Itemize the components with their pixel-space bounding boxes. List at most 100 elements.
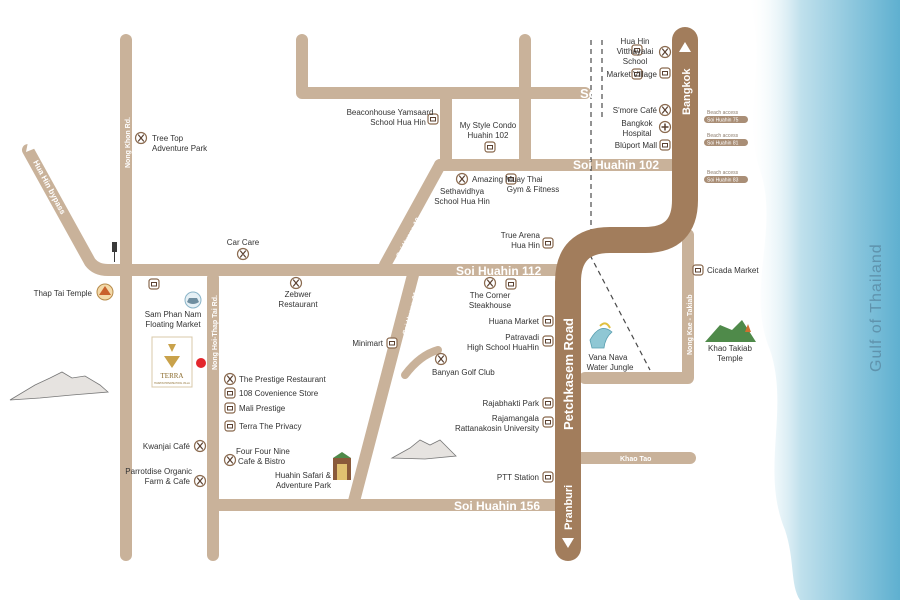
restaurant-icon: [658, 45, 672, 59]
gas-station-icon: [542, 471, 554, 483]
svg-text:Beach access: Beach access: [707, 110, 739, 116]
label-muaythai-2: Gym & Fitness: [507, 185, 559, 194]
road-label-bypass: Hua Hin bypass: [31, 159, 67, 217]
store-icon: [692, 264, 704, 276]
label-minimart: Minimart: [352, 339, 383, 348]
school-icon: [542, 416, 554, 428]
restaurant-icon: [193, 474, 207, 488]
label-banyan: Banyan Golf Club: [432, 368, 495, 377]
road-label-pranburi: Pranburi: [563, 485, 575, 530]
label-true-arena-2: Hua Hin: [511, 241, 540, 250]
label-vitthayalai-3: School: [623, 57, 648, 66]
arrow-up-left-icon: [26, 142, 36, 152]
label-patravadi-2: High School HuaHin: [467, 343, 539, 352]
label-muaythai-1: Amazing Muay Thai: [472, 175, 543, 184]
label-mali: Mali Prestige: [239, 404, 286, 413]
arrow-down-icon: [562, 538, 574, 548]
building-icon: [148, 278, 160, 290]
label-bkk-hosp-1: Bangkok: [621, 119, 653, 128]
golf-icon: [434, 352, 448, 366]
beach-access-tags: Beach access Soi Huahin 75 Beach access …: [704, 110, 748, 184]
store-icon: [224, 387, 236, 399]
car-care-icon: [236, 247, 250, 261]
restaurant-icon: [289, 276, 303, 290]
restaurant-icon: [134, 131, 148, 145]
arrow-up-icon: [679, 42, 691, 52]
traffic-light-icon: [112, 242, 117, 262]
label-vitthayalai-2: Vitthayalai: [617, 47, 654, 56]
label-sam-phan-nam-2: Floating Market: [145, 320, 201, 329]
svg-text:Soi Huahin 75: Soi Huahin 75: [707, 118, 739, 124]
label-corner-1: The Corner: [470, 291, 511, 300]
label-sam-phan-nam-1: Sam Phan Nam: [145, 310, 202, 319]
road-label-nong-hoi: Nong Hoi-Thap Tai Rd.: [212, 295, 219, 370]
label-huana-market: Huana Market: [489, 317, 540, 326]
water-park-icon: [589, 322, 613, 349]
label-zebwer-1: Zebwer: [285, 290, 312, 299]
road-label-soi-112: Soi Huahin 112: [456, 264, 542, 278]
road-label-nong-khon: Nong Khon Rd.: [125, 117, 132, 168]
label-prestige-rest: The Prestige Restaurant: [239, 375, 326, 384]
store-icon: [386, 337, 398, 349]
label-parrotdise-2: Farm & Cafe: [145, 477, 191, 486]
label-rajabhakti: Rajabhakti Park: [483, 399, 540, 408]
sea-label: Gulf of Thailand: [868, 243, 885, 372]
label-sethavidhya-2: School Hua Hin: [434, 197, 490, 206]
place-labels: Hua Hin Vitthayalai School Market Villag…: [34, 37, 760, 490]
label-covenience: 108 Covenience Store: [239, 389, 319, 398]
label-zebwer-2: Restaurant: [278, 300, 318, 309]
temple-icon: [96, 283, 114, 301]
label-true-arena-1: True Arena: [501, 231, 541, 240]
mountain-icon: [9, 371, 457, 460]
building-icon: [484, 141, 496, 153]
label-treetop-2: Adventure Park: [152, 144, 208, 153]
gulf-of-thailand-sea: [748, 0, 900, 600]
petchkasem-road: [555, 27, 698, 561]
label-vitthayalai-1: Hua Hin: [621, 37, 650, 46]
store-icon: [505, 278, 517, 290]
road-label-nong-kae: Nong Kae - Takiab: [687, 294, 694, 355]
school-icon: [542, 335, 554, 347]
building-icon: [542, 237, 554, 249]
label-terra-privacy: Terra The Privacy: [239, 422, 302, 431]
building-icon: [224, 420, 236, 432]
location-marker: [196, 358, 206, 368]
label-vana-nava-2: Water Jungle: [587, 363, 634, 372]
restaurant-icon: [223, 453, 237, 467]
label-treetop-1: Tree Top: [152, 134, 184, 143]
hospital-icon: [658, 120, 672, 134]
label-four-nine-2: Cafe & Bistro: [238, 457, 286, 466]
minor-roads: [22, 34, 696, 561]
label-cicada: Cicada Market: [707, 266, 759, 275]
label-beaconhouse-1: Beaconhouse Yamsaard: [347, 108, 434, 117]
restaurant-icon: [193, 439, 207, 453]
svg-text:HUAHIN PRIVATE POOL VILLA: HUAHIN PRIVATE POOL VILLA: [154, 382, 190, 385]
terra-logo: TERRA HUAHIN PRIVATE POOL VILLA: [151, 336, 193, 388]
label-market-village: Market Village: [606, 70, 657, 79]
road-label-khao-tao: Khao Tao: [620, 456, 651, 463]
store-icon: [224, 402, 236, 414]
dashed-lines: [589, 40, 651, 371]
label-rajamangala-1: Rajamangala: [492, 414, 540, 423]
label-patravadi-1: Patravadi: [505, 333, 539, 342]
floating-market-icon: [184, 291, 202, 309]
label-safari-2: Adventure Park: [276, 481, 332, 490]
road-label-bangkok: Bangkok: [681, 68, 693, 115]
label-thap-tai: Thap Tai Temple: [34, 289, 93, 298]
label-khao-takiab-1: Khao Takiab: [708, 344, 752, 353]
label-vana-nava-1: Vana Nava: [589, 353, 629, 362]
svg-text:Beach access: Beach access: [707, 133, 739, 139]
label-sethavidhya-1: Sethavidhya: [440, 187, 485, 196]
restaurant-icon: [483, 276, 497, 290]
label-bkk-hosp-2: Hospital: [623, 129, 652, 138]
label-mystyle-2: Huahin 102: [468, 131, 509, 140]
restaurant-icon: [455, 172, 469, 186]
label-rajamangala-2: Rattanakosin University: [455, 424, 539, 433]
label-khao-takiab-2: Temple: [717, 354, 743, 363]
label-parrotdise-1: Parrotdise Organic: [125, 467, 192, 476]
label-four-nine-1: Four Four Nine: [236, 447, 290, 456]
svg-text:Soi Huahin 81: Soi Huahin 81: [707, 141, 739, 147]
svg-text:Soi Huahin 83: Soi Huahin 83: [707, 178, 739, 184]
label-ptt: PTT Station: [497, 473, 539, 482]
